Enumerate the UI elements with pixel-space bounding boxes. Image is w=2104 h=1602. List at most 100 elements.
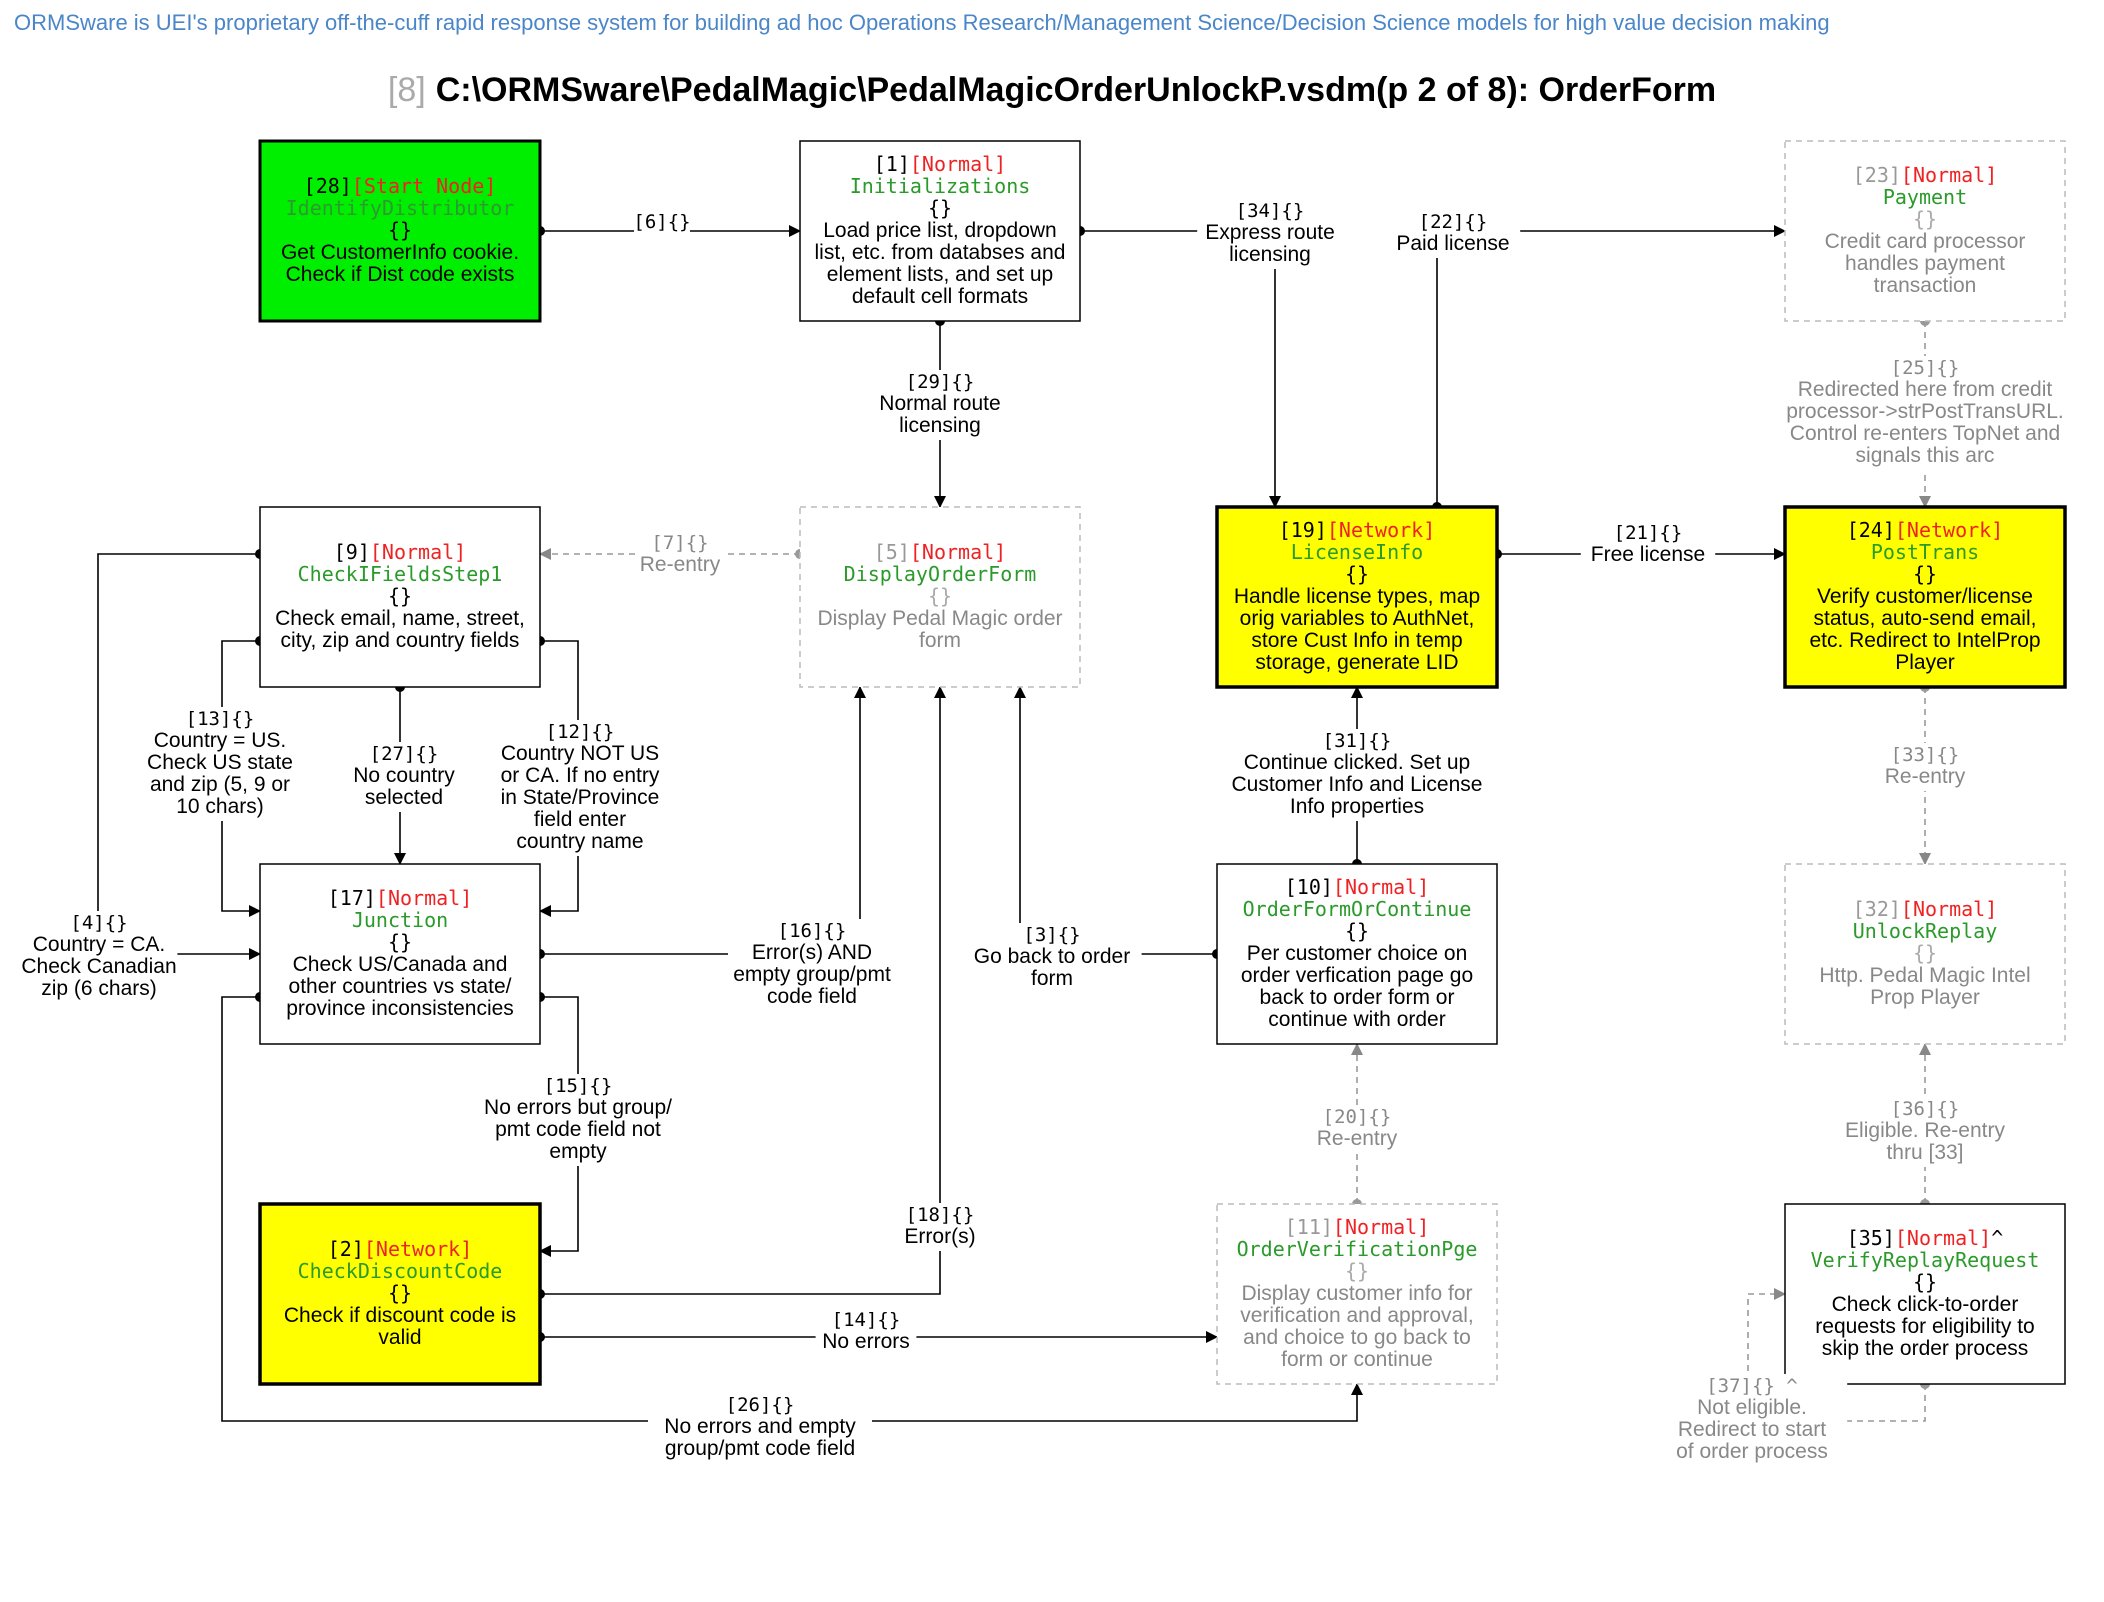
node-28[interactable]: [28][Start Node]IdentifyDistributor{}Get… [258,139,542,323]
node-braces: {} [1913,562,1937,586]
arc-label-bg [348,742,460,812]
node-32[interactable]: [32][Normal]UnlockReplay{}Http. Pedal Ma… [1784,863,2066,1045]
node-box [799,506,1081,688]
node-desc-line: continue with order [1268,1008,1445,1031]
arc-id: [6]{} [633,211,690,233]
arc-4[interactable] [97,553,261,960]
arc-text-line: Redirect to start [1678,1418,1826,1441]
node-id: [23] [1853,163,1901,187]
node-9[interactable]: [9][Normal]CheckIFieldsStep1{}Check emai… [259,506,541,688]
node-id: [11] [1285,1215,1333,1239]
arc-text-line: Check US state [147,751,293,774]
arc-id: [26]{} [726,1394,795,1416]
arc-text-line: empty group/pmt [733,963,891,986]
node-desc-line: Credit card processor [1825,230,2026,253]
node-id: [28] [304,174,352,198]
node-desc-line: Check if Dist code exists [286,263,515,286]
node-caret: ^ [1991,1226,2003,1250]
node-box [259,863,541,1045]
node-2[interactable]: [2][Network]CheckDiscountCode{}Check if … [258,1202,542,1386]
node-desc-line: Check if discount code is [284,1304,516,1327]
node-name: OrderVerificationPge [1237,1237,1478,1261]
node-braces: {} [928,196,952,220]
arc-id: [7]{} [651,532,708,554]
arc-label-bg [479,720,681,856]
node-desc-line: Http. Pedal Magic Intel [1819,964,2030,987]
arc-label-bg [635,531,725,579]
node-name: PostTrans [1871,540,1979,564]
arc-text-line: in State/Province [501,786,660,809]
node-19[interactable]: [19][Network]LicenseInfo{}Handle license… [1215,505,1499,689]
node-type: [Normal] [1901,897,1997,921]
arc-26[interactable] [221,996,1363,1422]
node-header: [28][Start Node] [304,174,497,198]
node-name: VerifyReplayRequest [1811,1248,2040,1272]
node-name: LicenseInfo [1291,540,1423,564]
node-desc-line: verification and approval, [1240,1304,1473,1327]
arc-label-bg [1197,199,1343,269]
node-23[interactable]: [23][Normal]Payment{}Credit card process… [1784,140,2066,322]
arc-text-line: No errors [822,1330,910,1353]
node-10[interactable]: [10][Normal]OrderFormOrContinue{}Per cus… [1216,863,1498,1045]
arc-id: [21]{} [1614,522,1683,544]
node-desc-line: Load price list, dropdown [823,219,1056,242]
node-type: [Network] [1895,518,2003,542]
node-35[interactable]: [35][Normal]^VerifyReplayRequest{}Check … [1784,1203,2066,1385]
node-desc-line: storage, generate LID [1255,651,1458,674]
arc-text-line: Free license [1591,543,1705,566]
node-desc-line: order verfication page go [1241,964,1473,987]
node-id: [2] [328,1237,364,1261]
arc-id: [13]{} [186,708,255,730]
node-braces: {} [928,584,952,608]
node-desc-line: and choice to go back to [1243,1326,1471,1349]
arc-18[interactable] [540,686,946,1295]
node-desc-line: Player [1895,651,1955,674]
arc-text-line: pmt code field not [495,1118,661,1141]
arc-label-25: [25]{}Redirected here from creditprocess… [1768,356,2082,470]
arc-id: [36]{} [1891,1098,1960,1120]
node-braces: {} [1913,941,1937,965]
nodes-layer: [28][Start Node]IdentifyDistributor{}Get… [258,139,2067,1386]
arc-text-line: licensing [1229,243,1311,266]
node-17[interactable]: [17][Normal]Junction{}Check US/Canada an… [259,863,541,1045]
node-type: [Normal] [1333,875,1429,899]
node-24[interactable]: [24][Network]PostTrans{}Verify customer/… [1783,505,2067,689]
node-box [799,140,1081,322]
arc-label-21: [21]{}Free license [1580,521,1716,569]
arc-label-bg [1385,210,1521,258]
node-desc-line: transaction [1874,274,1977,297]
node-name: DisplayOrderForm [844,562,1037,586]
arc-id: [3]{} [1023,924,1080,946]
node-desc-line: valid [378,1326,421,1349]
arc-3[interactable] [1014,686,1217,955]
arc-id: [22]{} [1419,211,1488,233]
node-1[interactable]: [1][Normal]Initializations{}Load price l… [799,140,1081,322]
arc-34[interactable] [1080,230,1281,508]
arc-text-line: 10 chars) [176,795,264,818]
arc-text-line: Express route [1205,221,1335,244]
node-box [1216,1203,1498,1385]
node-id: [5] [874,540,910,564]
node-id: [24] [1847,518,1895,542]
node-braces: {} [388,218,412,242]
arc-label-20: [20]{}Re-entry [1312,1105,1402,1153]
arc-22[interactable] [1436,225,1786,507]
node-braces: {} [388,930,412,954]
node-header: [24][Network] [1847,518,2004,542]
node-11[interactable]: [11][Normal]OrderVerificationPge{}Displa… [1216,1203,1498,1385]
node-5[interactable]: [5][Normal]DisplayOrderForm{}Display Ped… [799,506,1081,688]
arc-label-7: [7]{}Re-entry [635,531,725,579]
arc-text-line: Re-entry [1317,1127,1398,1150]
node-type: [Normal] [910,540,1006,564]
node-id: [1] [874,152,910,176]
node-desc-line: Check US/Canada and [293,953,508,976]
node-desc-line: orig variables to AuthNet, [1240,607,1475,630]
node-header: [10][Normal] [1285,875,1430,899]
arc-label-6: [6]{} [633,210,691,236]
node-name: Initializations [850,174,1031,198]
